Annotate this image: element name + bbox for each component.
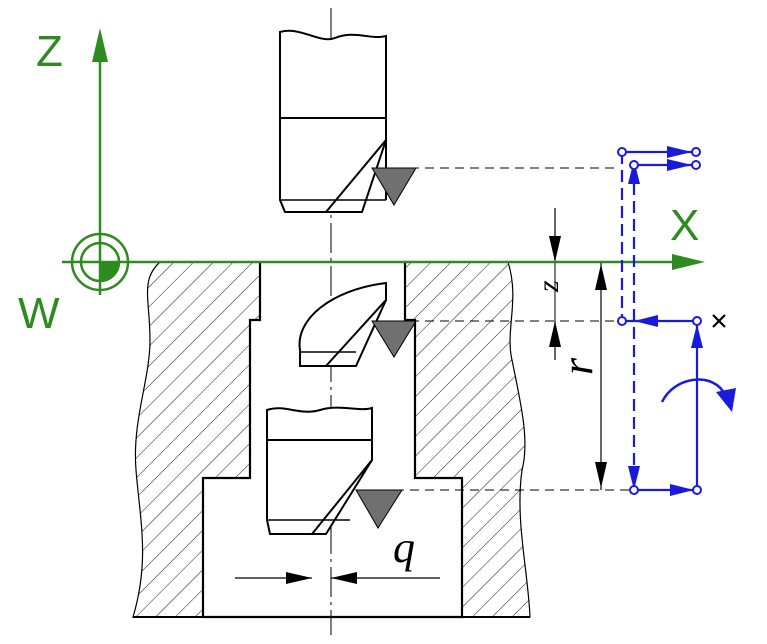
dimension-z bbox=[549, 208, 561, 360]
tool-path-arrows bbox=[628, 146, 703, 496]
coordinate-axes bbox=[62, 28, 705, 295]
workpiece-right-wall bbox=[404, 261, 531, 618]
cutting-insert-icon bbox=[371, 320, 417, 358]
dim-q-label: q bbox=[393, 523, 415, 572]
tool-position-bottom bbox=[266, 406, 403, 535]
dim-r-label: r bbox=[553, 357, 602, 375]
projection-lines bbox=[395, 167, 700, 491]
tool-position-middle bbox=[298, 281, 417, 367]
workpiece bbox=[132, 261, 531, 619]
dim-z-label: z bbox=[532, 280, 565, 293]
x-axis-label: X bbox=[670, 201, 699, 250]
z-axis-arrow-icon bbox=[92, 28, 108, 62]
origin-label: W bbox=[18, 289, 60, 338]
cutting-insert-icon bbox=[371, 167, 417, 206]
workpiece-left-wall bbox=[132, 261, 261, 618]
rotation-arrow-icon bbox=[660, 378, 736, 412]
origin-symbol-icon bbox=[70, 232, 130, 292]
cutting-insert-icon bbox=[355, 489, 403, 529]
z-axis-label: Z bbox=[36, 27, 63, 76]
x-axis-arrow-icon bbox=[672, 254, 705, 270]
tool-path-nodes bbox=[617, 147, 702, 495]
dimension-r bbox=[595, 262, 607, 490]
tool-position-top bbox=[279, 29, 417, 213]
dimension-q bbox=[235, 572, 440, 584]
cross-mark-icon bbox=[712, 314, 726, 328]
